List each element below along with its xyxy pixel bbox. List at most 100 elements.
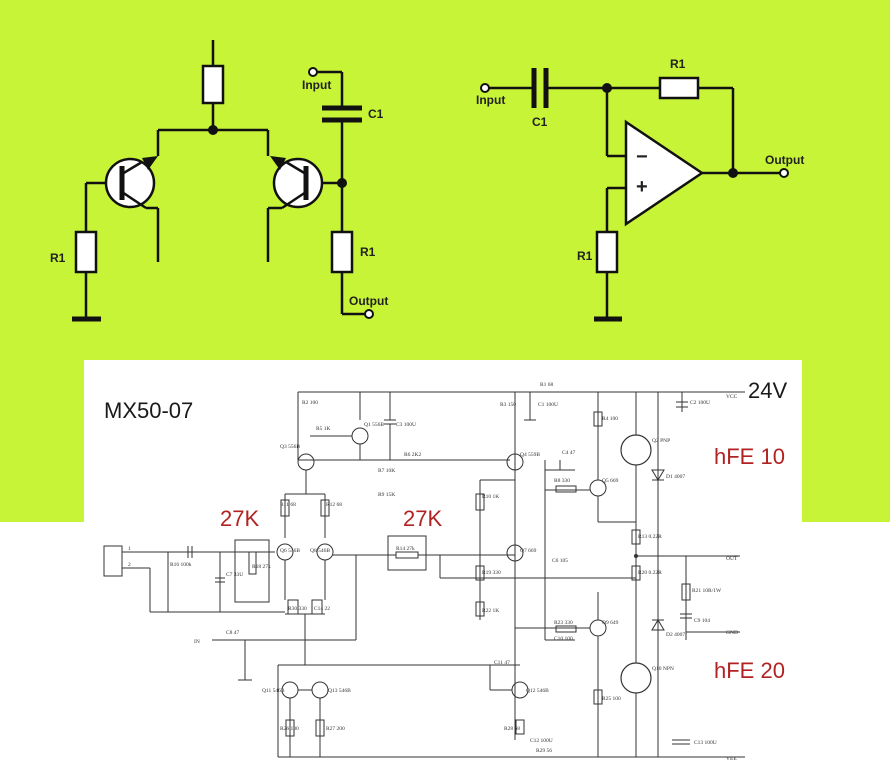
opamp-feedback-label: R1 bbox=[670, 57, 686, 71]
q2-label: Q2 PNP bbox=[652, 438, 670, 444]
opamp-output-terminal bbox=[779, 168, 789, 178]
opamp-bias-label: R1 bbox=[577, 249, 593, 263]
input-label: Input bbox=[302, 78, 331, 92]
left-emitter-resistor bbox=[74, 230, 98, 274]
r23-label: R23 330 bbox=[554, 620, 573, 626]
tail-resistor bbox=[201, 64, 225, 105]
c4-label: C4 47 bbox=[562, 450, 576, 456]
c1-label: C1 100U bbox=[538, 402, 558, 408]
r11-label: R11 68 bbox=[280, 502, 296, 508]
r14-value-label: 27K bbox=[403, 506, 442, 531]
r3-label: R3 150 bbox=[500, 402, 516, 408]
r13-label: R13 0.22R bbox=[638, 534, 662, 540]
c7-label: C7 33U bbox=[226, 572, 243, 578]
opamp-input-label: Input bbox=[476, 93, 505, 107]
input-terminal bbox=[308, 67, 318, 77]
amplifier-schematic: MX50-07 24V hFE 10 hFE 20 27K 27K VCC OU… bbox=[103, 378, 787, 762]
r18-value-label: 27K bbox=[220, 506, 259, 531]
r4-label: R4 100 bbox=[602, 416, 618, 422]
c13-label: C13 100U bbox=[694, 740, 717, 746]
output-transistor-q2 bbox=[620, 434, 652, 466]
left-transistor-symbol bbox=[86, 156, 160, 262]
c12-label: C12 100U bbox=[530, 738, 553, 744]
output-transistor-q10 bbox=[620, 662, 652, 694]
r21-label: R21 10R/1W bbox=[692, 588, 722, 594]
r29-label: R29 56 bbox=[536, 748, 552, 754]
right-transistor-symbol bbox=[266, 156, 342, 262]
opamp-triangle bbox=[624, 119, 705, 227]
r7-label: R7 10K bbox=[378, 468, 395, 474]
q9-label: Q9 649 bbox=[602, 620, 619, 626]
q7-label: Q7 669 bbox=[520, 548, 537, 554]
hfe-bottom-label: hFE 20 bbox=[714, 658, 785, 683]
q8-label: Q8 546B bbox=[310, 548, 330, 554]
r27-label: R27 200 bbox=[326, 726, 345, 732]
opamp-plus-sign: + bbox=[636, 176, 648, 198]
pin-2-label: 2 bbox=[128, 562, 131, 568]
feedback-resistor bbox=[658, 76, 700, 100]
capacitor-label: C1 bbox=[368, 107, 384, 121]
c11-label: C11 47 bbox=[494, 660, 510, 666]
c9-label: C9 104 bbox=[694, 618, 710, 624]
output-label: Output bbox=[349, 294, 388, 308]
hfe-top-label: hFE 10 bbox=[714, 444, 785, 469]
opamp-minus-sign: − bbox=[636, 146, 648, 168]
r5-label: R5 1K bbox=[316, 426, 331, 432]
q4-label: Q4 559B bbox=[520, 452, 540, 458]
vee-label: VEE bbox=[726, 756, 737, 762]
r30-label: R30 330 bbox=[288, 606, 307, 612]
r28-label: R28 68 bbox=[504, 726, 520, 732]
c14-label: C14 22 bbox=[314, 606, 330, 612]
opamp-circuit: − + Input C1 R1 Output R1 bbox=[476, 57, 804, 322]
c8-label: C8 47 bbox=[226, 630, 240, 636]
left-resistor-label: R1 bbox=[50, 251, 66, 265]
r16-label: R16 100k bbox=[170, 562, 192, 568]
c2-label: C2 100U bbox=[690, 400, 710, 406]
schematic-title: MX50-07 bbox=[104, 398, 193, 423]
vcc-label: VCC bbox=[726, 394, 738, 400]
out-label: OUT bbox=[726, 556, 738, 562]
c3-label: C3 100U bbox=[396, 422, 416, 428]
r10-label: R10 1K bbox=[482, 494, 499, 500]
q6-label: Q6 546B bbox=[280, 548, 300, 554]
in-label: IN bbox=[194, 639, 200, 645]
output-terminal bbox=[364, 309, 374, 319]
d2-label: D2 4007 bbox=[666, 632, 685, 638]
output-resistor-label: R1 bbox=[360, 245, 376, 259]
q10-label: Q10 NPN bbox=[652, 666, 674, 672]
r9-label: R9 15K bbox=[378, 492, 395, 498]
q3-label: Q3 556B bbox=[280, 444, 300, 450]
opamp-input-terminal bbox=[480, 83, 490, 93]
r14-highlight-box bbox=[387, 535, 427, 571]
d1-label: D1 4007 bbox=[666, 474, 685, 480]
bias-resistor bbox=[595, 230, 619, 274]
c10-label: C10 100 bbox=[554, 636, 573, 642]
r20-label: R20 0.22R bbox=[638, 570, 662, 576]
r25-label: R25 100 bbox=[602, 696, 621, 702]
r1-label: R1 68 bbox=[540, 382, 554, 388]
q1-label: Q1 556B bbox=[364, 422, 384, 428]
r26-label: R26 100 bbox=[280, 726, 299, 732]
q5-label: Q5 669 bbox=[602, 478, 619, 484]
r6-label: R6 2K2 bbox=[404, 452, 422, 458]
r18-highlight-box bbox=[234, 539, 270, 603]
gnd-label: GND bbox=[726, 630, 738, 636]
input-connector bbox=[103, 545, 123, 577]
r19-label: R19 330 bbox=[482, 570, 501, 576]
pin-1-label: 1 bbox=[128, 546, 131, 552]
opamp-output-label: Output bbox=[765, 153, 804, 167]
output-resistor bbox=[330, 230, 354, 274]
long-tailed-pair-circuit: R1 Input C1 R1 Output bbox=[50, 40, 388, 322]
supply-voltage-label: 24V bbox=[748, 378, 787, 403]
q12-label: Q12 546B bbox=[526, 688, 549, 694]
c6-label: C6 105 bbox=[552, 558, 568, 564]
q13-label: Q13 546B bbox=[328, 688, 351, 694]
q11-label: Q11 546B bbox=[262, 688, 285, 694]
r18-label: R18 27k bbox=[252, 564, 271, 570]
r22-label: R22 1K bbox=[482, 608, 499, 614]
opamp-capacitor-label: C1 bbox=[532, 115, 548, 129]
r12-label: R12 68 bbox=[326, 502, 342, 508]
r8-label: R8 330 bbox=[554, 478, 570, 484]
r2-label: R2 100 bbox=[302, 400, 318, 406]
